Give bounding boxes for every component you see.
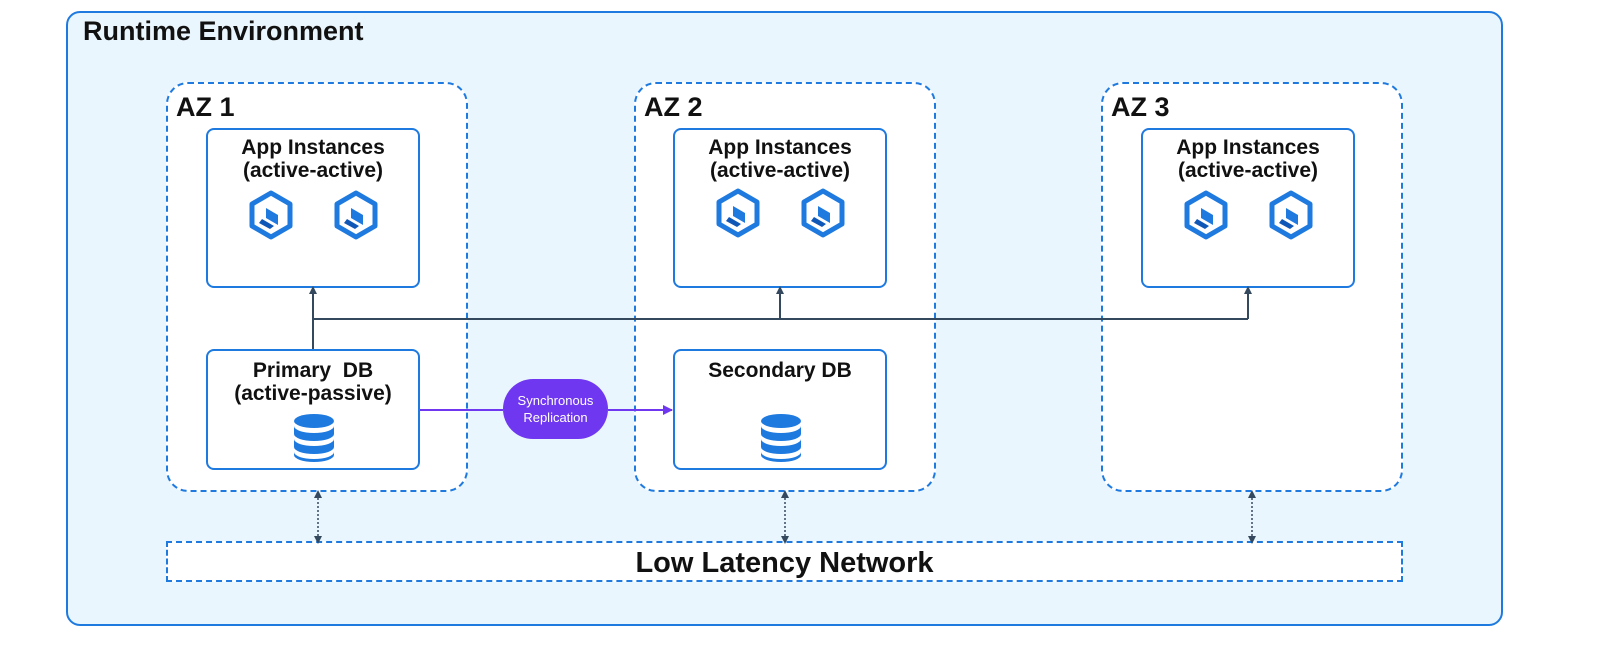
primary-db-label: Primary DB (active-passive) [234, 359, 392, 405]
az-2-app-instances: App Instances (active-active) [673, 128, 887, 288]
az-3-app-instances: App Instances (active-active) [1141, 128, 1355, 288]
az-2-label: AZ 2 [644, 92, 703, 122]
runtime-title: Runtime Environment [83, 16, 364, 46]
az-1-label: AZ 1 [176, 92, 235, 122]
low-latency-network: Low Latency Network [166, 541, 1403, 582]
az-3-label: AZ 3 [1111, 92, 1170, 122]
az-2-app-label: App Instances (active-active) [708, 136, 852, 182]
az-1-app-instances: App Instances (active-active) [206, 128, 420, 288]
az-1-app-label: App Instances (active-active) [241, 136, 385, 182]
az-1-primary-db: Primary DB (active-passive) [206, 349, 420, 470]
secondary-db-label: Secondary DB [708, 359, 852, 382]
az-3-app-label: App Instances (active-active) [1176, 136, 1320, 182]
az-2-secondary-db: Secondary DB [673, 349, 887, 470]
synchronous-replication-badge: Synchronous Replication [503, 379, 608, 439]
network-label: Low Latency Network [635, 547, 934, 579]
